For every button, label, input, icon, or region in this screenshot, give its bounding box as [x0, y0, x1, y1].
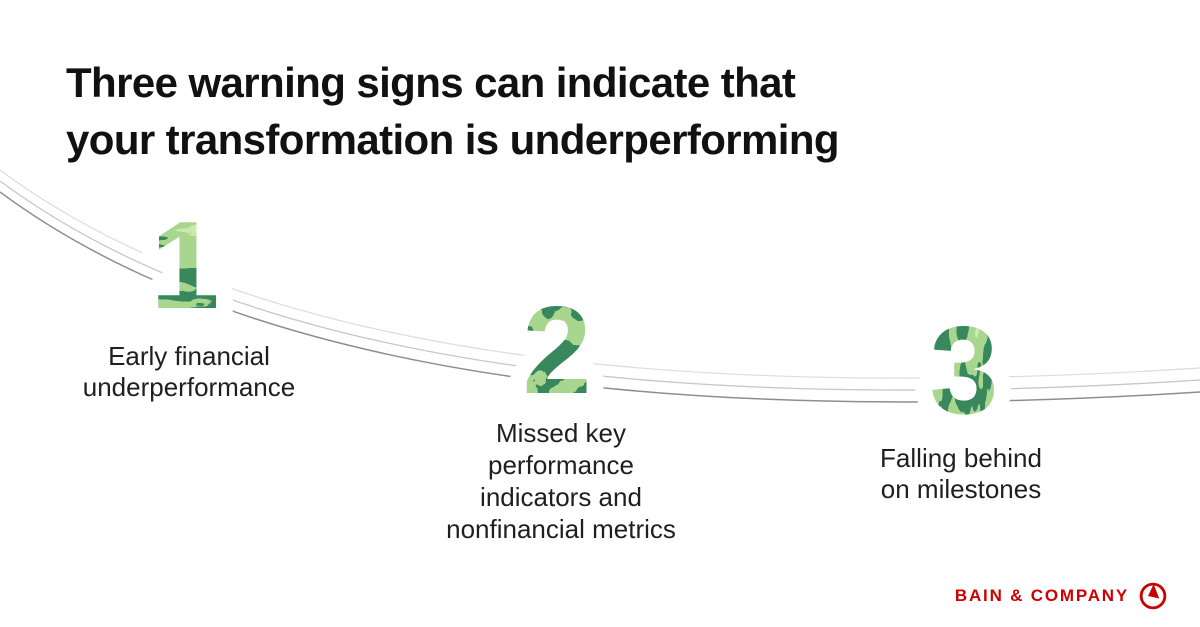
numeral-3: 3 — [930, 302, 999, 440]
brand-compass-icon — [1139, 582, 1167, 610]
swoosh-lines — [0, 169, 1200, 403]
brand-logo: BAIN & COMPANY — [955, 581, 1168, 611]
numeral-1: 1 — [151, 197, 220, 335]
numeral-3-halo: 3 — [930, 302, 999, 440]
numeral-2-halo: 2 — [523, 282, 592, 420]
page-title: Three warning signs can indicate that yo… — [66, 59, 840, 163]
numeral-1-halo: 1 — [151, 197, 220, 335]
step-3-label: Falling behind on milestones — [880, 443, 1042, 504]
step-2-label: Missed key performance indicators and no… — [446, 418, 676, 544]
step-1-label: Early financial underperformance — [82, 341, 296, 402]
swoosh-line-middle — [0, 180, 1200, 391]
numeral-2: 2 — [523, 282, 592, 420]
swoosh-line-bottom — [0, 191, 1200, 403]
brand-name: BAIN & COMPANY — [954, 586, 1129, 605]
swoosh-line-top — [0, 169, 1200, 379]
